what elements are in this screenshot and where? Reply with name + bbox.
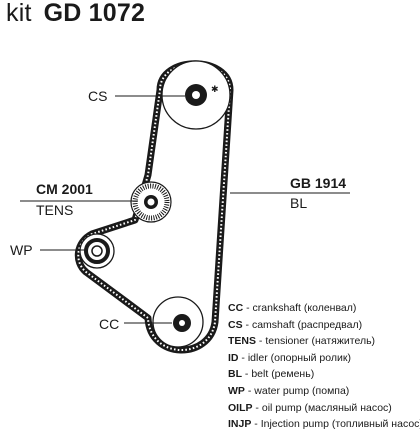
label-belt-code: GB 1914 (290, 175, 347, 191)
kit-code: GD 1072 (43, 0, 146, 27)
label-cc: CC (99, 316, 120, 332)
tensioner-pulley (130, 181, 172, 223)
legend-item: TENS - tensioner (натяжитель) (228, 335, 376, 348)
legend-item: CC - crankshaft (коленвал) (228, 302, 357, 314)
label-tensioner-type: TENS (36, 202, 74, 218)
label-cs: CS (88, 88, 108, 104)
label-wp: WP (10, 242, 33, 258)
camshaft-pulley: ✱ (161, 60, 231, 130)
legend-item: INJP - Injection pump (топливный насос) (228, 418, 420, 431)
label-belt-type: BL (290, 195, 308, 211)
legend-item: WP - water pump (помпа) (228, 384, 350, 397)
legend-item: OILP - oil pump (масляный насос) (228, 401, 392, 414)
label-tensioner-code: CM 2001 (36, 181, 93, 197)
legend-item: ID - idler (опорный ролик) (228, 351, 351, 364)
abbreviation-legend: CC - crankshaft (коленвал) CS - camshaft… (228, 300, 420, 433)
svg-text:✱: ✱ (211, 85, 219, 95)
kit-title: kit GD 1072 (6, 0, 145, 28)
crankshaft-pulley (152, 296, 204, 348)
water-pump-pulley (79, 233, 115, 269)
legend-item: BL - belt (ремень) (228, 368, 315, 381)
legend-item: CS - camshaft (распредвал) (228, 318, 363, 331)
kit-prefix: kit (6, 0, 32, 27)
